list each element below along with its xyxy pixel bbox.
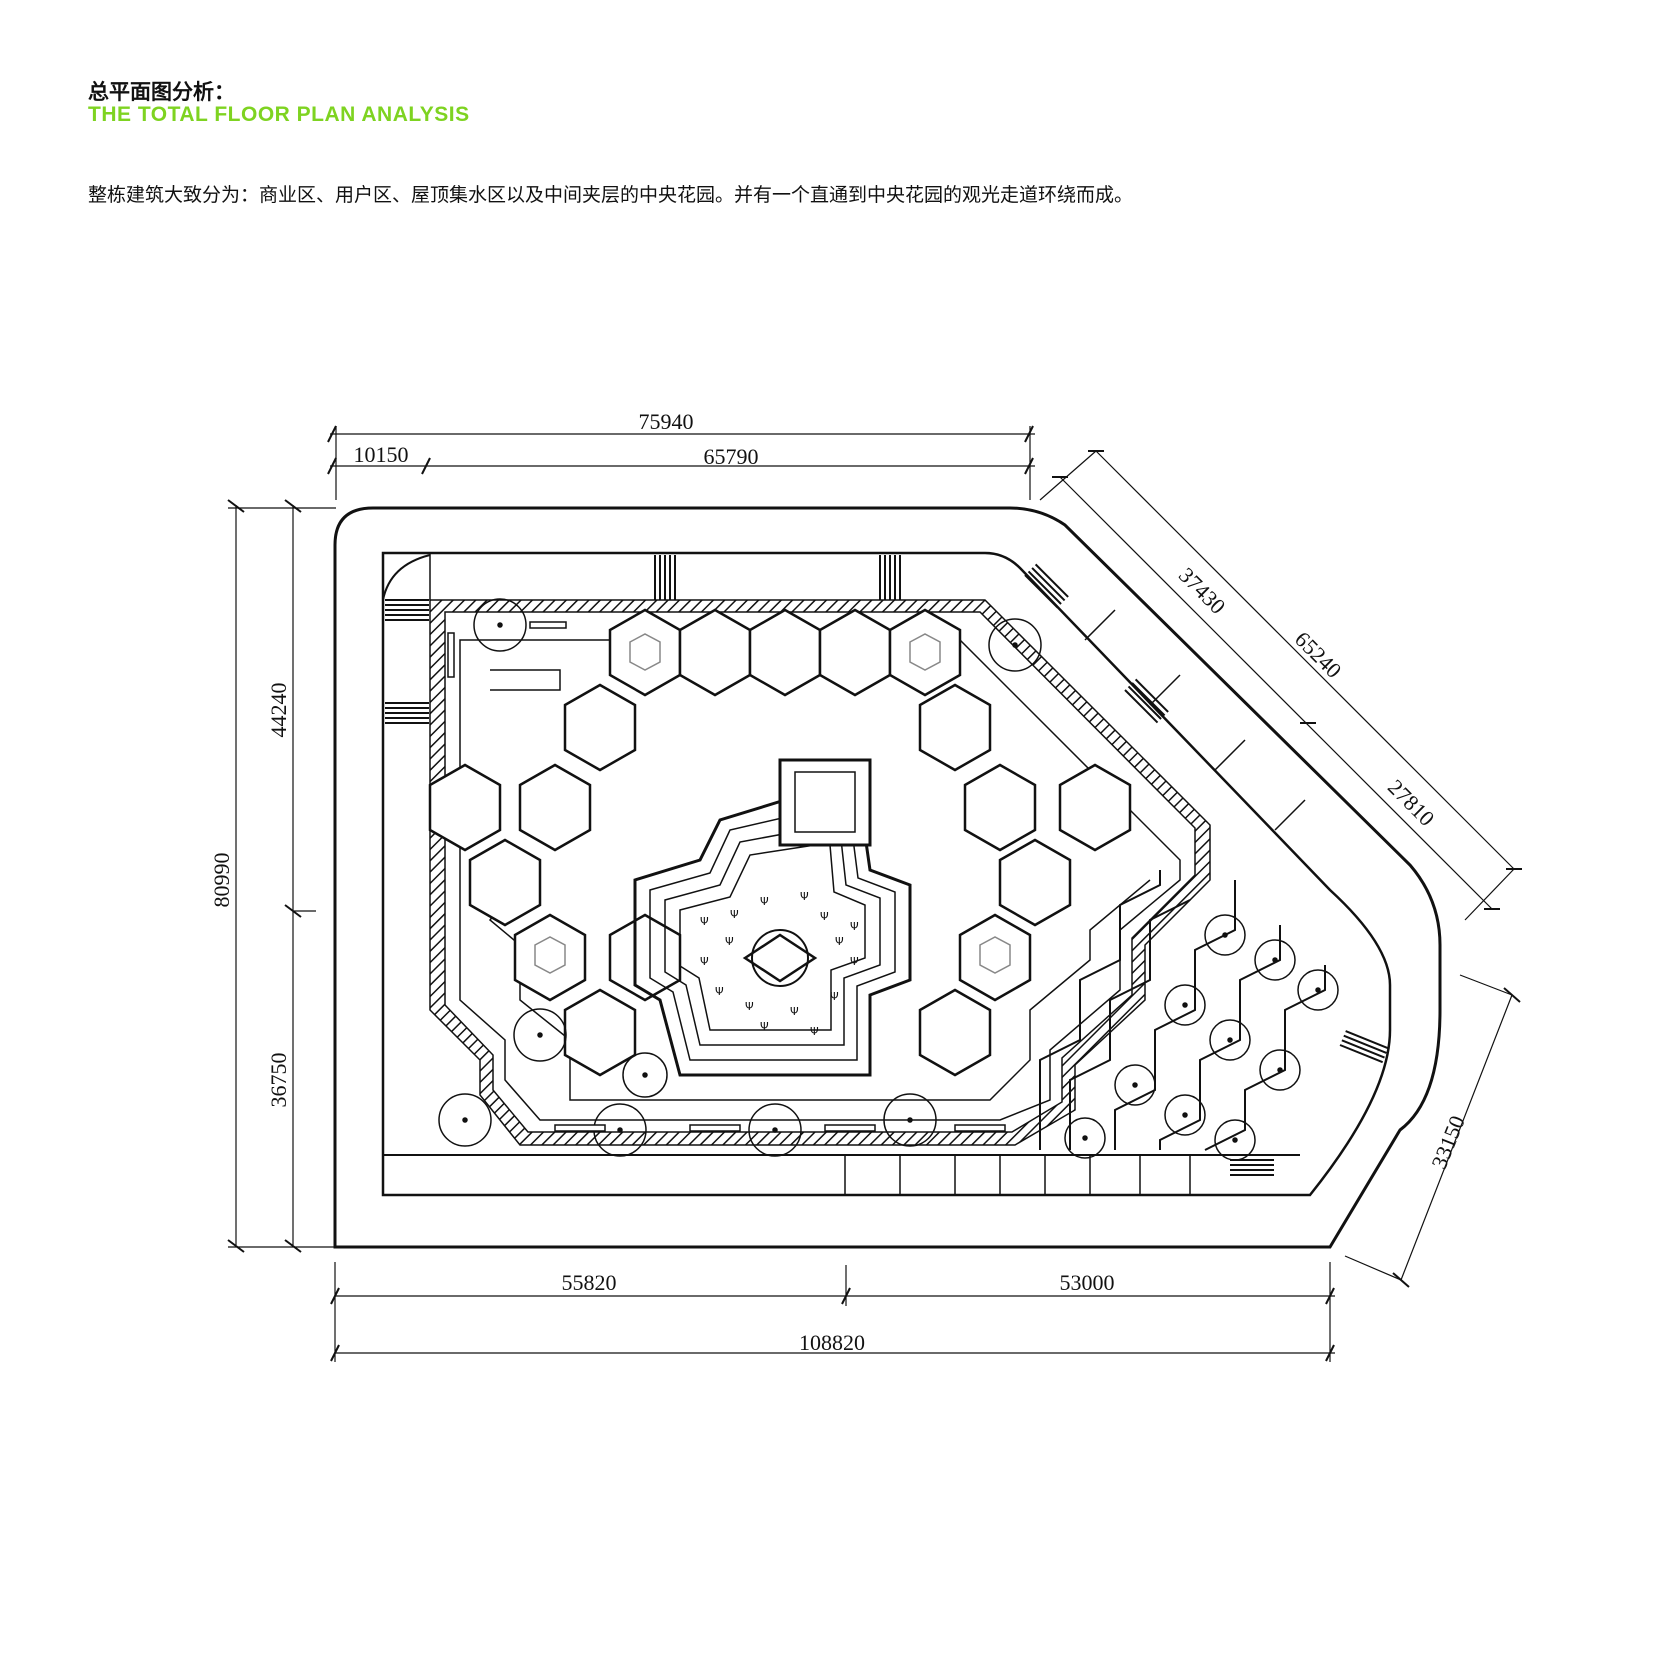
walkway-stripes (385, 555, 1389, 1176)
dim-bottom-left: 55820 (562, 1270, 617, 1295)
building-outline (333, 506, 1442, 1249)
roof-catchment-zigzags (1039, 870, 1326, 1151)
svg-text:Ψ: Ψ (700, 915, 709, 928)
svg-text:Ψ: Ψ (835, 935, 844, 948)
hex-room (888, 608, 962, 697)
trees (438, 598, 1339, 1161)
hex-room (958, 913, 1032, 1002)
dim-left-total: 80990 (209, 853, 234, 908)
hatched-wall (429, 599, 1211, 1146)
svg-text:Ψ: Ψ (830, 990, 839, 1003)
hex-room (918, 988, 992, 1077)
furniture-tables (534, 633, 1011, 974)
dim-diag-upper: 37430 (1174, 562, 1231, 619)
dim-right-lower: 33150 (1426, 1112, 1470, 1172)
svg-text:Ψ: Ψ (800, 890, 809, 903)
dim-top-right: 65790 (704, 444, 759, 469)
dim-left-upper: 44240 (266, 683, 291, 738)
svg-text:Ψ: Ψ (850, 920, 859, 933)
hex-room (518, 763, 592, 852)
svg-text:Ψ: Ψ (760, 1020, 769, 1033)
dim-diag-total: 65240 (1290, 626, 1347, 683)
title-english: THE TOTAL FLOOR PLAN ANALYSIS (88, 103, 470, 126)
hex-room (1058, 763, 1132, 852)
central-atrium (633, 758, 912, 1077)
dimension-labels: 75940 10150 65790 80990 44240 36750 5582… (209, 409, 1470, 1355)
svg-text:Ψ: Ψ (715, 985, 724, 998)
svg-text:Ψ: Ψ (725, 935, 734, 948)
svg-text:Ψ: Ψ (850, 955, 859, 968)
hex-room (998, 838, 1072, 927)
hex-room (748, 608, 822, 697)
hexagon-rooms (428, 608, 1132, 1077)
dim-top-left: 10150 (354, 442, 409, 467)
dim-bottom-total: 108820 (799, 1330, 865, 1355)
benches (447, 621, 1006, 1132)
dim-bottom-right: 53000 (1060, 1270, 1115, 1295)
hex-room (428, 763, 502, 852)
hex-room (608, 913, 682, 1002)
dim-diag-lower: 27810 (1383, 774, 1440, 831)
dim-left-lower: 36750 (266, 1053, 291, 1108)
hex-room (963, 763, 1037, 852)
segment-dividers (899, 609, 1306, 1195)
hex-room (818, 608, 892, 697)
hex-room (563, 988, 637, 1077)
svg-text:Ψ: Ψ (730, 908, 739, 921)
hex-room (513, 913, 587, 1002)
svg-text:Ψ: Ψ (810, 1025, 819, 1038)
title-chinese: 总平面图分析： (88, 80, 235, 104)
svg-text:Ψ: Ψ (700, 955, 709, 968)
svg-text:Ψ: Ψ (790, 1005, 799, 1018)
description-text: 整栋建筑大致分为：商业区、用户区、屋顶集水区以及中间夹层的中央花园。并有一个直通… (88, 184, 1134, 206)
hex-room (563, 683, 637, 772)
svg-text:Ψ: Ψ (820, 910, 829, 923)
dimension-lines (227, 425, 1522, 1362)
hex-room (468, 838, 542, 927)
dim-top-total: 75940 (639, 409, 694, 434)
hex-room (608, 608, 682, 697)
hex-room (678, 608, 752, 697)
svg-text:Ψ: Ψ (760, 895, 769, 908)
hex-room (918, 683, 992, 772)
svg-text:Ψ: Ψ (745, 1000, 754, 1013)
